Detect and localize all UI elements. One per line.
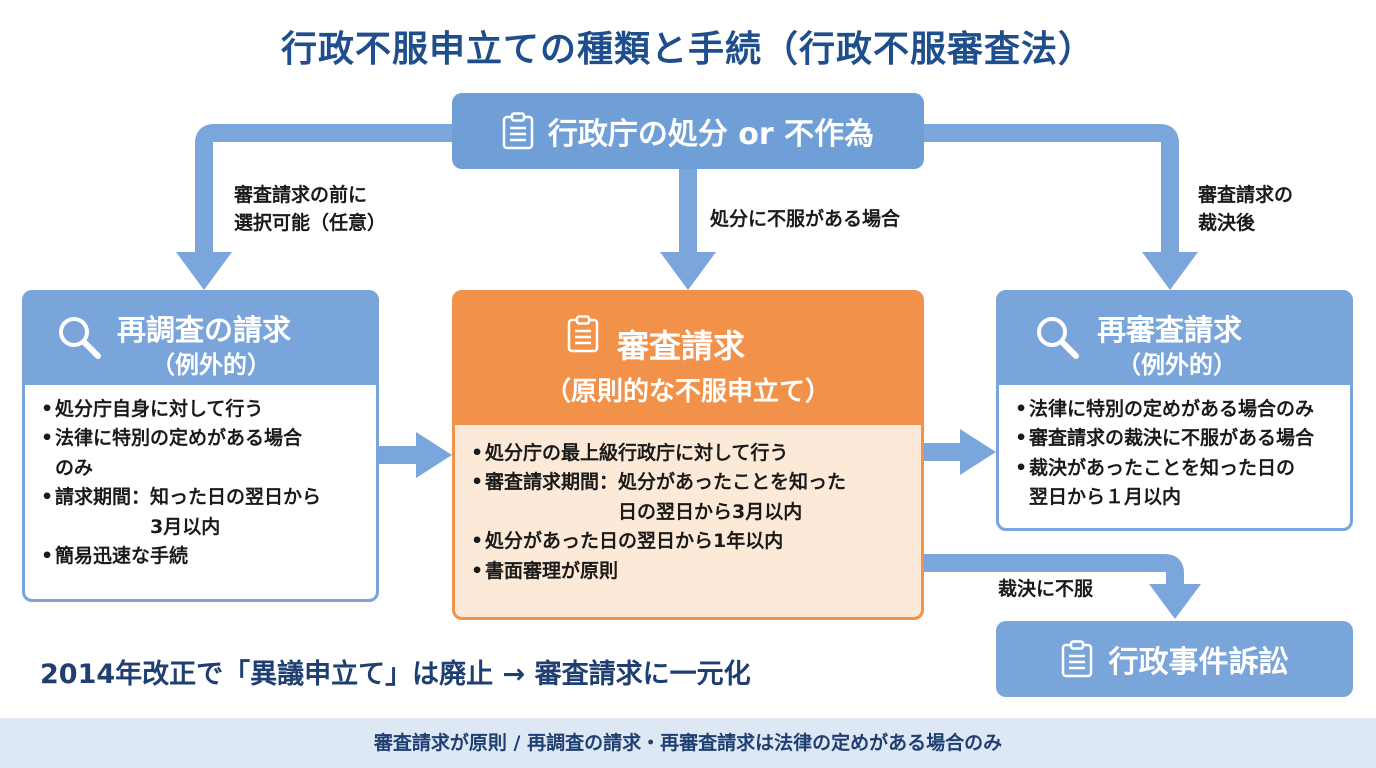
bullet-dot: • [41,427,54,450]
bullet-dot: • [471,471,484,494]
bullet-text: 請求期間：知った日の翌日から [55,486,322,509]
re-examination-request-body: •法律に特別の定めがある場合のみ•審査請求の裁決に不服がある場合•裁決があったこ… [999,385,1350,528]
page-title: 行政不服申立ての種類と手続（行政不服審査法） [280,29,1095,70]
bullet-item: •審査請求期間：処分があったことを知った [471,468,907,497]
bullet-continuation: のみ [55,456,94,479]
bullet-item: •簡易迅速な手続 [41,542,362,571]
re-examination-request-panel: 再審査請求 （例外的） •法律に特別の定めがある場合のみ•審査請求の裁決に不服が… [996,290,1353,531]
arrowhead-left-center [416,432,452,478]
bullet-text: 審査請求期間：処分があったことを知った [485,471,847,494]
reinvestigation-request-body: •処分庁自身に対して行う•法律に特別の定めがある場合のみ•請求期間：知った日の翌… [25,385,376,599]
bullet-dot: • [471,530,484,553]
bullet-item: •処分があった日の翌日から1年以内 [471,527,907,556]
examination-request-title: 審査請求 [617,327,746,365]
bullet-text: 裁決があったことを知った日の [1029,456,1296,479]
bullet-continuation: 翌日から１月以内 [1029,486,1182,509]
bullet-dot: • [41,545,54,568]
bullet-text: 簡易迅速な手続 [55,545,189,568]
arrowhead-right [1142,252,1198,290]
bullet-item: •書面審理が原則 [471,557,907,586]
bullet-text: 審査請求の裁決に不服がある場合 [1029,427,1315,450]
bullet-dot: • [1015,398,1028,420]
bullet-text: 処分庁の最上級行政庁に対して行う [485,442,789,464]
bullet-dot: • [41,486,54,509]
bullet-dot: • [471,559,484,582]
examination-request-header: 審査請求 （原則的な不服申立て） [455,293,921,425]
bullet-item: •請求期間：知った日の翌日から [41,483,362,512]
bullet-item: •処分庁の最上級行政庁に対して行う [471,439,907,468]
re-examination-request-subtitle: （例外的） [1117,351,1237,379]
bullet-dot: • [1015,427,1028,450]
edge-label-center: 処分に不服がある場合 [710,208,901,230]
bullet-text: 処分があった日の翌日から1年以内 [485,530,784,553]
clipboard-icon [1061,640,1092,678]
bullet-text: 処分庁自身に対して行う [55,398,264,420]
examination-request-body: •処分庁の最上級行政庁に対して行う•審査請求期間：処分があったことを知った 日の… [455,425,921,617]
bullet-continuation: 日の翌日から3月以内 [485,500,803,523]
administrative-action-label: 行政庁の処分 or 不作為 [547,117,875,152]
arrowhead-bottom [1149,584,1201,619]
edge-label-bottom: 裁決に不服 [998,578,1094,600]
bullet-dot: • [471,442,484,464]
reinvestigation-request-panel: 再調査の請求 （例外的） •処分庁自身に対して行う•法律に特別の定めがある場合の… [22,290,379,602]
arrow-center-to-bottom [924,554,1184,584]
re-examination-request-title: 再審査請求 [1097,313,1243,347]
bullet-item: •裁決があったことを知った日の [1015,454,1336,483]
bullet-text: 書面審理が原則 [485,559,619,582]
examination-request-subtitle: （原則的な不服申立て） [544,377,831,407]
bullet-text: 法律に特別の定めがある場合 [55,427,303,450]
clipboard-icon [567,315,599,353]
re-examination-request-header: 再審査請求 （例外的） [999,293,1350,385]
reinvestigation-request-title: 再調査の請求 [117,313,292,347]
bullet-item: •処分庁自身に対して行う [41,395,362,424]
bullet-dot: • [41,398,54,420]
revision-note: 2014年改正で「異議申立て」は廃止 → 審査請求に一元化 [40,659,751,690]
magnifier-icon [59,317,101,359]
arrow-top-to-left [195,124,452,252]
edge-label-left: 審査請求の前に 選択可能（任意） [234,184,387,234]
magnifier-icon [1037,317,1079,359]
arrow-top-to-right [924,124,1179,252]
arrowhead-left [176,252,232,290]
bullet-dot: • [1015,456,1028,479]
bullet-item: •法律に特別の定めがある場合 [41,424,362,453]
arrowhead-center-right [960,429,996,475]
reinvestigation-request-subtitle: （例外的） [151,351,271,379]
arrowhead-center [660,252,716,290]
administrative-litigation-box: 行政事件訴訟 [996,621,1353,697]
bullet-item: •審査請求の裁決に不服がある場合 [1015,424,1336,453]
bullet-text: 法律に特別の定めがある場合のみ [1029,398,1315,420]
reinvestigation-request-header: 再調査の請求 （例外的） [25,293,376,385]
footer-summary: 審査請求が原則 / 再調査の請求・再審査請求は法律の定めがある場合のみ [0,718,1376,768]
examination-request-panel: 審査請求 （原則的な不服申立て） •処分庁の最上級行政庁に対して行う•審査請求期… [452,290,924,620]
clipboard-icon [502,112,534,150]
administrative-action-box: 行政庁の処分 or 不作為 [452,93,924,169]
bullet-item: •法律に特別の定めがある場合のみ [1015,395,1336,424]
administrative-litigation-label: 行政事件訴訟 [1108,645,1289,680]
edge-label-right: 審査請求の 裁決後 [1198,184,1294,234]
bullet-continuation: 3月以内 [55,515,221,538]
